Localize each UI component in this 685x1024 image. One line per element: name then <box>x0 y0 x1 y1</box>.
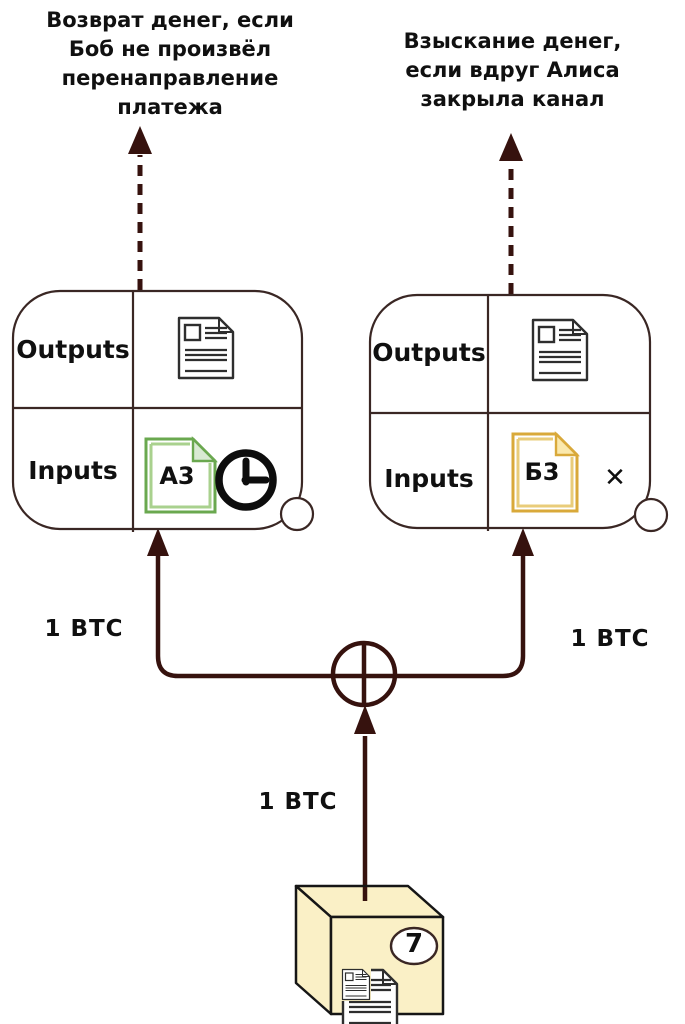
input-document-b3-icon <box>511 431 580 513</box>
clock-icon <box>215 449 277 511</box>
amount-funding: 1 BTC <box>258 789 338 815</box>
input-document-a3-icon <box>144 436 218 514</box>
circle-plus-icon <box>330 640 398 708</box>
penalty-note: Взыскание денег, если вдруг Алиса закрыл… <box>403 29 622 111</box>
right-outputs-label: Outputs <box>372 338 486 367</box>
block-number: 7 <box>404 929 424 959</box>
refund-dashed-arrow <box>128 126 152 290</box>
left-inputs-label: Inputs <box>28 456 118 485</box>
right-inputs-label: Inputs <box>384 464 474 493</box>
block-cube-icon <box>294 884 445 1024</box>
anchor-circle <box>279 496 315 532</box>
amount-right: 1 BTC <box>570 626 650 652</box>
anchor-circle <box>633 497 669 533</box>
block-number-badge <box>389 926 439 966</box>
outputs-document-icon <box>177 316 235 380</box>
input-doc-b3-label: Б3 <box>524 458 560 486</box>
refund-note: Возврат денег, если Боб не произвёл пере… <box>46 8 294 119</box>
input-doc-a3-label: А3 <box>159 462 195 490</box>
outputs-document-icon <box>531 318 589 382</box>
funding-split-connector <box>147 528 534 679</box>
block-document-icon <box>341 968 371 1001</box>
left-outputs-label: Outputs <box>16 335 130 364</box>
amount-left: 1 BTC <box>44 616 124 642</box>
cross-icon: ✕ <box>604 463 626 493</box>
funding-arrow <box>354 705 376 901</box>
penalty-dashed-arrow <box>499 133 523 294</box>
